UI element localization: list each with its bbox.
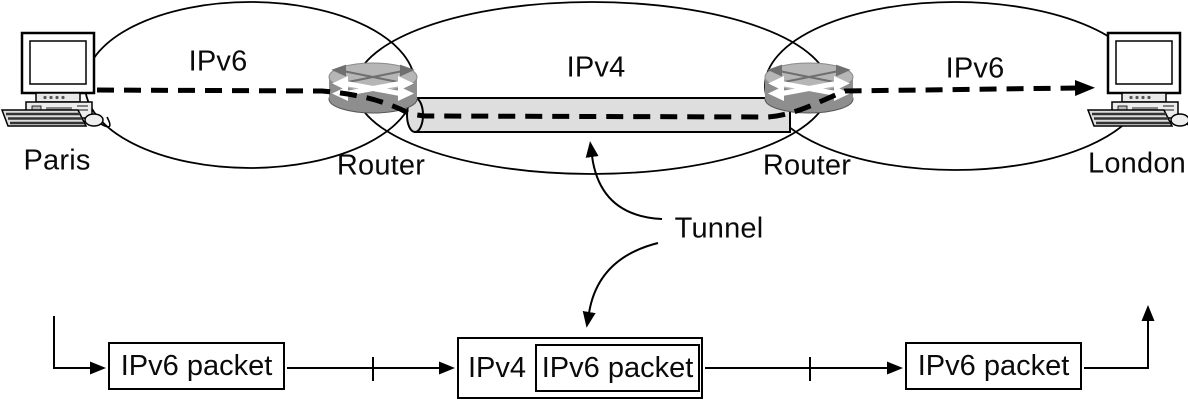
network-label-right: IPv6 — [945, 52, 1005, 85]
packet-box-ipv4-header: IPv4 — [467, 351, 527, 384]
host-label-london: London — [1088, 147, 1186, 180]
router-icon-left — [329, 63, 417, 113]
packet-box-tunneled: IPv4 IPv6 packet — [457, 337, 703, 399]
network-label-middle: IPv4 — [566, 51, 626, 84]
packet-box-egress: IPv6 packet — [905, 342, 1082, 390]
flow-exit-arrow — [1084, 305, 1155, 369]
router-label-left: Router — [336, 149, 426, 182]
packet-box-ingress: IPv6 packet — [108, 342, 285, 390]
computer-icon-london — [1086, 31, 1188, 129]
network-label-left: IPv6 — [188, 45, 248, 78]
host-label-paris: Paris — [23, 144, 91, 177]
network-ellipse-middle — [354, 1, 830, 175]
flow-entry-arrow — [53, 316, 106, 375]
tunnel-label: Tunnel — [674, 212, 764, 245]
packet-path-dashed — [96, 80, 1095, 120]
router-label-right: Router — [762, 149, 852, 182]
tunnel-cylinder — [406, 97, 791, 133]
tunnel-pointer-arrow-up — [585, 141, 663, 220]
packet-box-tunneled-payload: IPv6 packet — [535, 344, 700, 392]
tunnel-pointer-arrow-down — [582, 242, 659, 328]
